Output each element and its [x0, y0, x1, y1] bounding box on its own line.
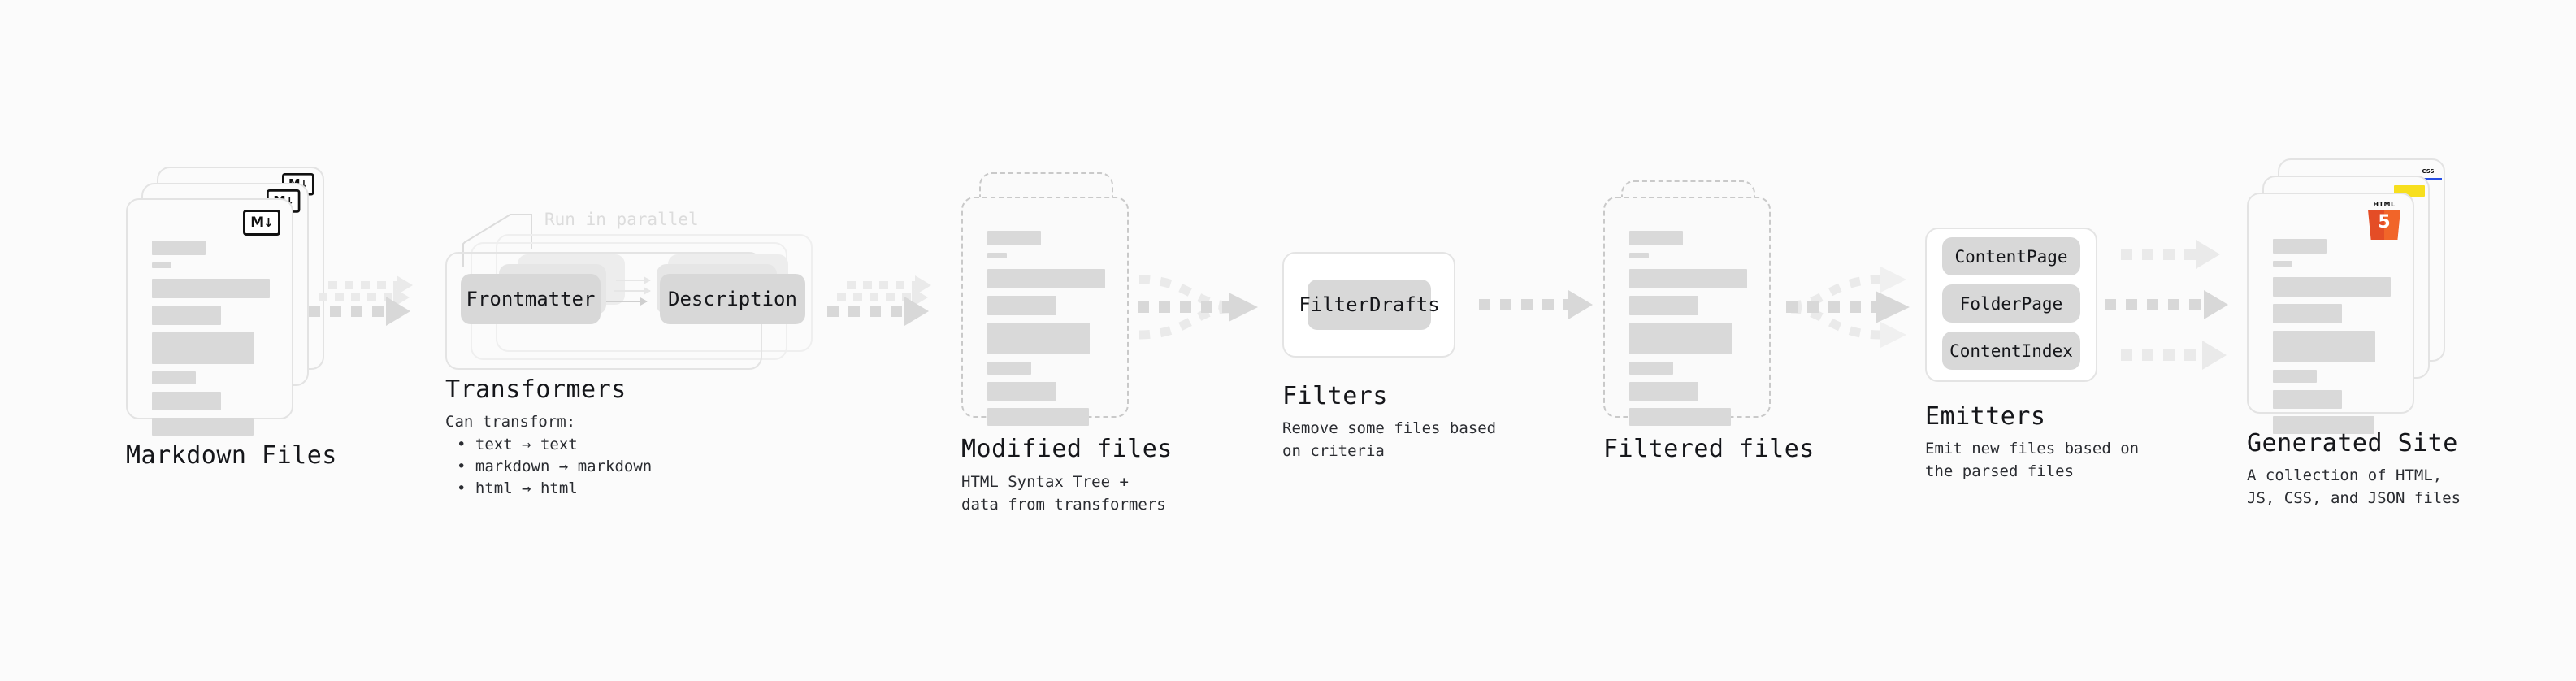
transformers-bullet-0: • text → text — [457, 436, 578, 453]
css-icon-label: CSS — [2422, 168, 2435, 175]
transformer-inner-arrow-mid — [614, 287, 651, 295]
content-line — [1629, 382, 1698, 401]
filters-title: Filters — [1282, 382, 1388, 410]
markdown-badge-letter: M — [250, 214, 264, 231]
content-line — [1629, 231, 1683, 245]
transformers-title: Transformers — [445, 375, 627, 404]
content-line — [2273, 416, 2374, 434]
content-line — [152, 418, 254, 436]
content-line — [152, 392, 221, 410]
transformer-inner-arrow-back — [616, 276, 651, 284]
transformers-bullet-2: • html → html — [457, 479, 578, 497]
generated-site-subtitle: A collection of HTML, JS, CSS, and JSON … — [2247, 466, 2461, 507]
filters-subtitle: Remove some files based on criteria — [1282, 419, 1497, 460]
emitter-chip-contentpage-label: ContentPage — [1954, 246, 2068, 267]
transformer-inner-arrow-front — [606, 297, 648, 306]
content-line — [152, 279, 270, 298]
content-line — [987, 296, 1056, 315]
transformer-chip-frontmatter[interactable]: Frontmatter — [461, 274, 601, 324]
site-file-sheet-front: HTML 5 — [2247, 193, 2414, 434]
modified-file-sheet-front — [961, 197, 1129, 426]
html5-icon-shield — [2368, 210, 2400, 240]
content-line — [152, 371, 196, 384]
modified-files-title: Modified files — [961, 435, 1173, 463]
flow-arrow-emitters-to-site-bottom — [2121, 340, 2227, 370]
transformers-group: Run in parallel Frontmatter Description — [445, 195, 827, 370]
filter-chip-filterdrafts[interactable]: FilterDrafts — [1299, 280, 1440, 330]
markdown-badge-arrow-mid: ↓ — [284, 193, 294, 208]
content-line — [987, 269, 1105, 288]
emitter-chip-contentpage[interactable]: ContentPage — [1942, 237, 2080, 275]
filter-chip-filterdrafts-label: FilterDrafts — [1299, 293, 1440, 316]
content-line — [2273, 261, 2292, 267]
generated-site-title: Generated Site — [2247, 429, 2458, 458]
markdown-files-title: Markdown Files — [126, 441, 337, 470]
flow-arrow-emitters-to-site-mid — [2105, 290, 2228, 319]
html5-icon-caption: HTML — [2373, 201, 2396, 208]
content-line — [1629, 362, 1673, 375]
emitter-chip-folderpage[interactable]: FolderPage — [1942, 284, 2080, 323]
transformer-chip-description[interactable]: Description — [660, 274, 805, 324]
transformers-bullet-1: • markdown → markdown — [457, 458, 653, 475]
flow-diverge-filtered-to-emitters — [1786, 258, 1924, 356]
content-line — [2273, 331, 2375, 362]
html5-icon: HTML 5 — [2367, 201, 2401, 240]
content-line — [152, 306, 221, 325]
emitter-chip-contentindex-label: ContentIndex — [1949, 340, 2073, 361]
html5-icon-digit: 5 — [2378, 212, 2391, 232]
content-line — [152, 241, 206, 255]
run-in-parallel-label: Run in parallel — [544, 210, 699, 229]
content-line — [987, 231, 1041, 245]
modified-file-content-lines — [987, 231, 1108, 433]
emitter-chip-contentindex[interactable]: ContentIndex — [1942, 332, 2080, 370]
flow-arrow-filters-to-filtered — [1479, 290, 1593, 319]
transformer-chip-description-label: Description — [668, 288, 797, 310]
content-line — [2273, 304, 2342, 323]
content-line — [987, 362, 1031, 375]
content-line — [1629, 296, 1698, 315]
markdown-file-content-lines — [152, 241, 272, 443]
flow-converge-modified-to-filters — [1138, 258, 1268, 356]
content-line — [152, 332, 254, 364]
content-line — [2273, 277, 2391, 297]
content-line — [987, 408, 1089, 426]
filtered-files-title: Filtered files — [1603, 435, 1815, 463]
modified-files-subtitle: HTML Syntax Tree + data from transformer… — [961, 473, 1166, 514]
markdown-badge-arrow-back: ↓ — [299, 177, 309, 191]
content-line — [2273, 239, 2327, 254]
markdown-icon: M↓ — [243, 210, 280, 236]
content-line — [987, 323, 1090, 354]
emitters-title: Emitters — [1925, 402, 2046, 431]
flow-arrow-md-to-transformers — [309, 297, 410, 326]
filtered-file-content-lines — [1629, 231, 1750, 433]
content-line — [1629, 408, 1731, 426]
filtered-file-sheet-front — [1603, 197, 1771, 426]
run-in-parallel-leader — [462, 214, 532, 267]
transformers-subtitle: Can transform: — [445, 413, 576, 431]
content-line — [1629, 253, 1649, 258]
site-file-content-lines — [2273, 239, 2393, 441]
content-line — [152, 262, 171, 268]
emitters-subtitle: Emit new files based on the parsed files — [1925, 440, 2140, 480]
transformer-chip-frontmatter-label: Frontmatter — [466, 288, 596, 310]
content-line — [2273, 370, 2317, 383]
markdown-badge-arrow: ↓ — [263, 215, 274, 230]
content-line — [987, 253, 1007, 258]
flow-arrow-emitters-to-site-top — [2121, 240, 2220, 269]
content-line — [1629, 269, 1747, 288]
content-line — [987, 382, 1056, 401]
emitter-chip-folderpage-label: FolderPage — [1959, 293, 2063, 314]
content-line — [2273, 390, 2342, 409]
content-line — [1629, 323, 1732, 354]
markdown-file-sheet-front: M↓ — [126, 198, 293, 436]
flow-arrow-transformers-to-modified — [827, 297, 929, 326]
css-icon: CSS — [2414, 168, 2442, 180]
